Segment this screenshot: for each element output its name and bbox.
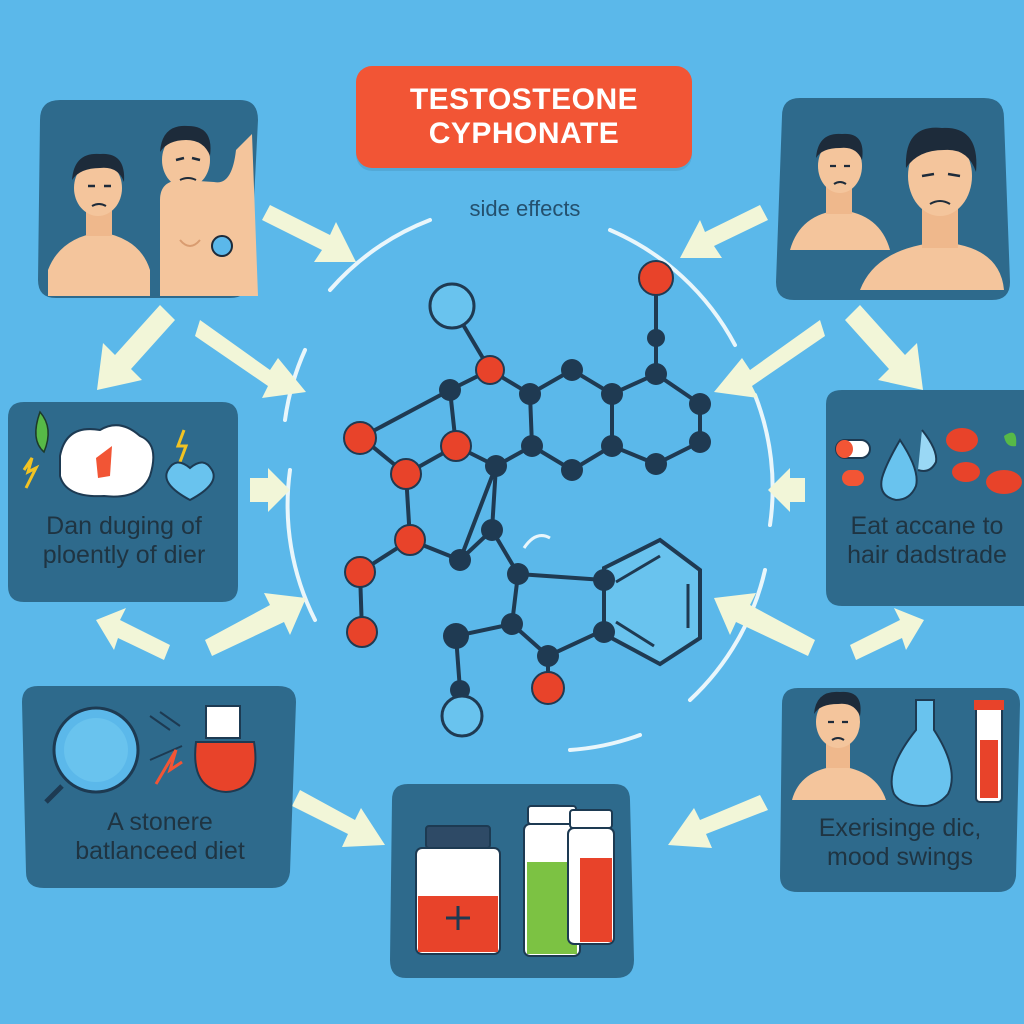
flask-icon	[194, 705, 257, 794]
subtitle: side effects	[469, 196, 581, 221]
pill-icon	[946, 428, 1022, 494]
panel-right-middle	[826, 390, 1024, 606]
panel-label-line: batlanceed diet	[75, 837, 245, 865]
arrow-left-mid	[250, 468, 290, 512]
title-line-1: TESTOSTEONE	[409, 83, 639, 116]
magnifier-icon	[44, 706, 140, 804]
arrow-right-upper-b	[714, 320, 825, 398]
panel-label-line: A stonere	[107, 808, 213, 836]
arrow-top-right	[680, 205, 768, 258]
arrow-left-upper-b	[195, 320, 306, 398]
arrow-left-lower-b	[205, 593, 306, 656]
panel-label-right-middle: Eat accane to hair dadstrade	[830, 512, 1024, 570]
pill-icon	[59, 424, 155, 498]
panel-label-line: Dan duging of	[46, 512, 202, 540]
arrow-left-upper-a	[97, 305, 175, 390]
title-line-2: CYPHONATE	[428, 117, 620, 150]
arrow-left-lower-a	[96, 608, 170, 660]
panel-label-line: hair dadstrade	[847, 541, 1007, 569]
pill-icon	[835, 439, 871, 486]
molecule-icon	[343, 260, 711, 738]
arrow-right-mid	[768, 468, 805, 512]
title-banner: TESTOSTEONE CYPHONATE	[356, 66, 692, 168]
vial-icon	[567, 809, 615, 945]
arrow-right-upper-a	[845, 305, 923, 390]
arrow-right-lower-a	[850, 608, 924, 660]
lightning-icon	[175, 429, 189, 463]
water-drop-icon	[880, 429, 938, 502]
man-acne-icon	[792, 691, 886, 800]
leaf-icon	[22, 410, 49, 489]
panel-label-line: Eat accane to	[850, 512, 1004, 540]
cycle-ring	[283, 218, 775, 752]
men-sweating-icon	[48, 125, 258, 296]
panel-label-right-bottom: Exerisinge dic, mood swings	[784, 814, 1016, 872]
heart-icon	[165, 461, 215, 502]
vial-icon	[974, 700, 1004, 803]
arrow-right-lower-b	[714, 593, 815, 656]
panel-label-left-middle: Dan duging of ploently of dier	[14, 512, 234, 570]
panel-label-line: mood swings	[827, 843, 973, 871]
panel-label-line: ploently of dier	[42, 541, 206, 569]
flow-arrows	[96, 205, 924, 848]
medicine-bottle-icon	[415, 825, 501, 955]
panel-label-line: Exerisinge dic,	[818, 814, 982, 842]
arrow-bottom-right	[668, 795, 768, 848]
flask-icon	[890, 699, 953, 808]
arrow-top-left	[262, 205, 356, 262]
man-acne-icon	[790, 127, 1004, 290]
arrow-bottom-left	[292, 790, 385, 847]
panel-label-left-bottom: A stonere batlanceed diet	[30, 808, 290, 866]
lightning-icon	[149, 711, 183, 785]
